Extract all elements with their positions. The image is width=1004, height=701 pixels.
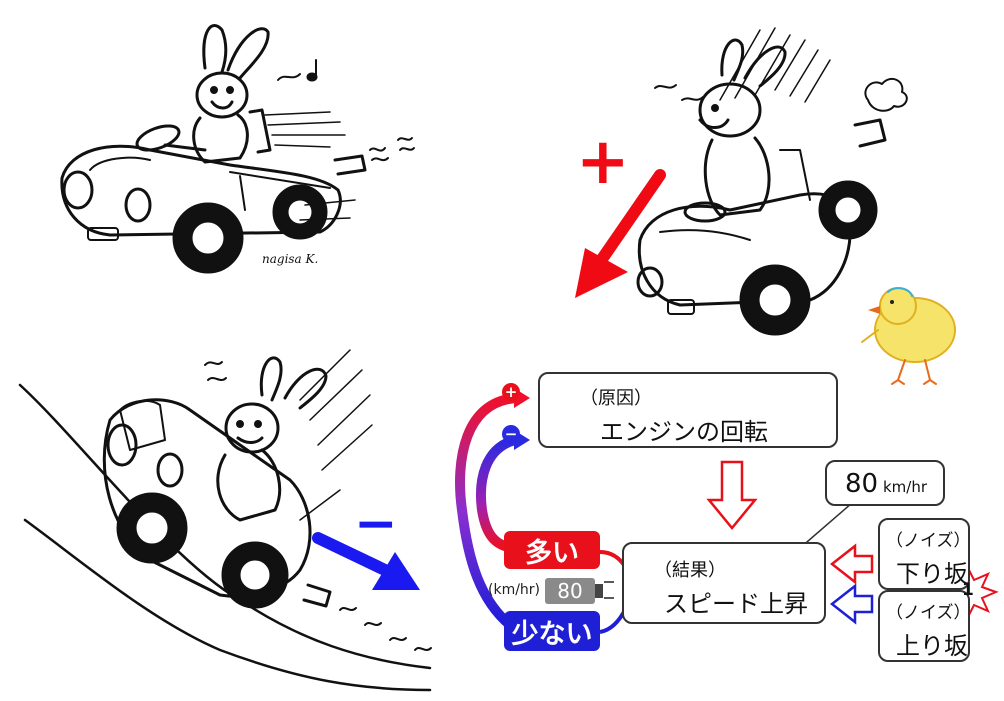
meter-unit: (km/hr) (488, 582, 541, 598)
loop-plus-sign: + (502, 383, 520, 401)
cause-text: エンジンの回転 (600, 418, 768, 446)
noise-uphill-box: （ノイズ） 上り坂 (878, 590, 971, 662)
red-push-arrow (575, 169, 666, 298)
few-pill: 少ない (504, 611, 600, 651)
rabbit-car-downhill-illustration (18, 349, 432, 692)
result-box: （結果） スピード上昇 (622, 542, 826, 624)
blue-push-arrow (312, 532, 420, 590)
chick-illustration (861, 287, 956, 385)
plus-sign: + (576, 125, 630, 199)
noise-downhill-box: （ノイズ） 下り坂 (878, 518, 971, 590)
noise-up-text: 上り坂 (896, 632, 968, 660)
noise-up-arrow (829, 583, 874, 625)
noise-up-label: （ノイズ） (886, 603, 971, 623)
speed-value: 80 (845, 469, 879, 499)
minus-sign: − (354, 494, 398, 554)
meter-display: 80 (545, 578, 595, 604)
rabbit-car-flat-illustration (60, 24, 415, 274)
cause-box: （原因） エンジンの回転 (538, 372, 838, 448)
artist-signature: nagisa K. (262, 252, 319, 266)
speed-bubble: 80 km/hr (825, 460, 945, 506)
result-label: （結果） (654, 560, 726, 581)
result-text: スピード上昇 (664, 590, 808, 618)
badge-number: 1 (962, 580, 974, 600)
many-pill: 多い (504, 531, 600, 569)
speed-bubble-tail (799, 502, 853, 549)
meter-knob (595, 584, 603, 598)
noise-down-label: （ノイズ） (886, 531, 971, 551)
cause-label: （原因） (580, 388, 652, 409)
speed-unit: km/hr (883, 478, 928, 496)
loop-minus-sign: − (502, 425, 520, 443)
cause-to-result-arrow (706, 460, 758, 530)
noise-down-text: 下り坂 (896, 560, 968, 588)
meter-value: 80 (557, 579, 583, 603)
noise-down-arrow (829, 543, 874, 585)
rabbit-car-uphill-illustration (636, 27, 908, 336)
meter-lines (604, 581, 614, 599)
